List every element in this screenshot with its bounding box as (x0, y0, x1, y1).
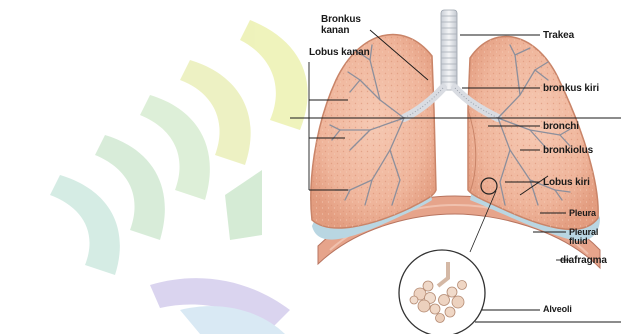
label-diafragma: diafragma (560, 255, 607, 266)
label-trakea: Trakea (543, 30, 574, 41)
watermark-swoosh-teal (50, 175, 120, 275)
label-bronkus-kiri: bronkus kiri (543, 83, 599, 94)
label-bronkus-kanan-line2: kanan (321, 25, 349, 36)
watermark-swoosh-yellow (240, 20, 308, 130)
label-lobus-kiri: Lobus kiri (543, 177, 590, 188)
label-pleura: Pleura (569, 209, 596, 218)
label-bronkus-kanan-line1: Bronkus (321, 14, 361, 25)
label-alveoli: Alveoli (543, 305, 572, 314)
label-bronchi: bronchi (543, 121, 579, 132)
label-pleural-fluid-line2: fluid (569, 237, 588, 246)
label-lobus-kanan: Lobus kanan (309, 47, 370, 58)
watermark-logo (50, 20, 308, 334)
label-bronkiolus: bronkiolus (543, 145, 593, 156)
watermark-block-green (225, 170, 262, 240)
